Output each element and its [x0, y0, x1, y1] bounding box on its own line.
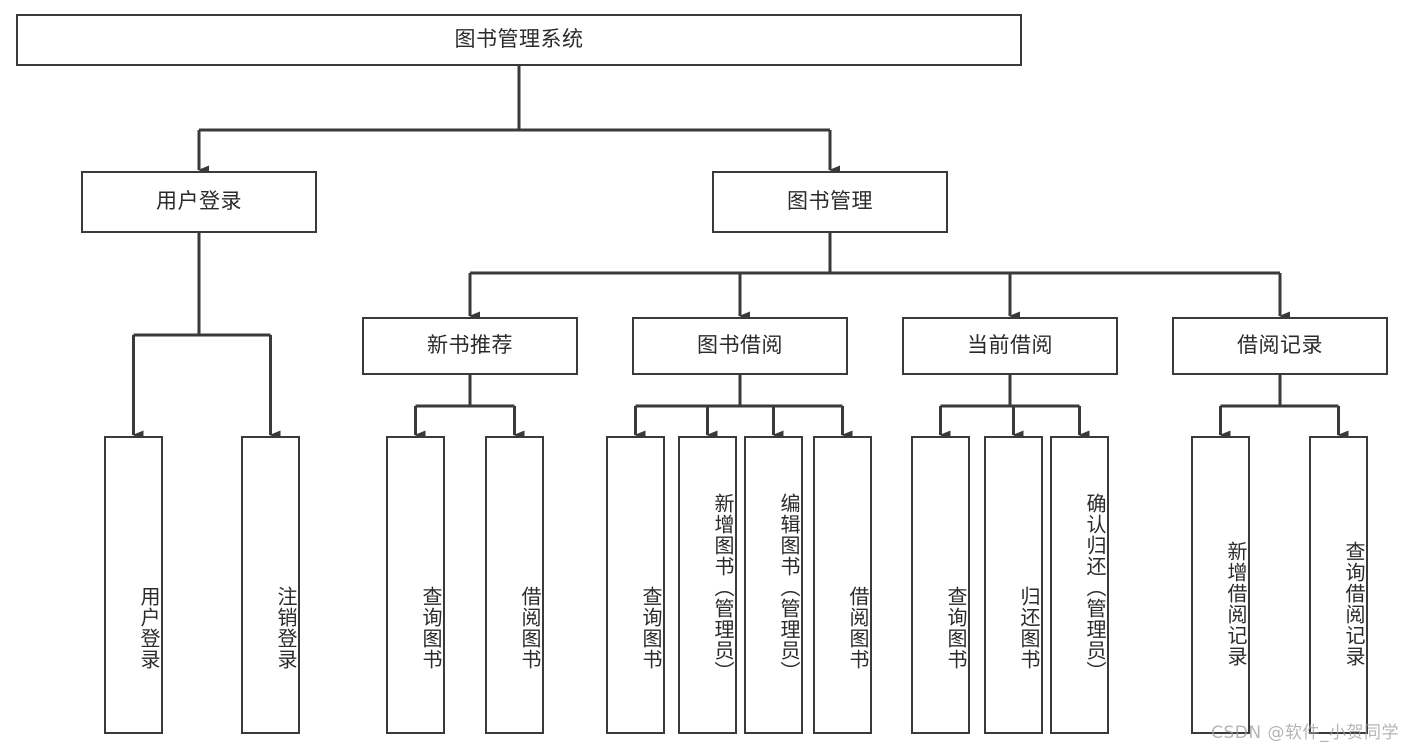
node-label: 确认归还（管理员） [1083, 493, 1107, 682]
node-label: 用户登录 [137, 586, 161, 670]
csdn-watermark: CSDN @软件_小贺同学 [1211, 723, 1399, 743]
leaf-record-query-borrow-record[interactable]: 查询借阅记录 [1309, 436, 1368, 734]
node-root-book-management-system[interactable]: 图书管理系统 [16, 14, 1022, 66]
node-label: 新书推荐 [427, 333, 513, 358]
node-label: 借阅记录 [1237, 333, 1323, 358]
node-new-book-recommendation[interactable]: 新书推荐 [362, 317, 578, 375]
node-borrow-record[interactable]: 借阅记录 [1172, 317, 1388, 375]
leaf-current-confirm-return-admin[interactable]: 确认归还（管理员） [1050, 436, 1109, 734]
leaf-borrow-edit-book-admin[interactable]: 编辑图书（管理员） [744, 436, 803, 734]
leaf-current-return-books[interactable]: 归还图书 [984, 436, 1043, 734]
edge-group [132, 66, 1349, 440]
leaf-new-book-borrow-books[interactable]: 借阅图书 [485, 436, 544, 734]
leaf-current-query-books[interactable]: 查询图书 [911, 436, 970, 734]
node-label: 图书管理系统 [454, 27, 584, 52]
node-label: 借阅图书 [518, 586, 542, 670]
node-label: 查询借阅记录 [1342, 541, 1366, 667]
node-label: 当前借阅 [967, 333, 1053, 358]
node-label: 归还图书 [1017, 586, 1041, 670]
leaf-borrow-borrow-books[interactable]: 借阅图书 [813, 436, 872, 734]
leaf-user-logout[interactable]: 注销登录 [241, 436, 300, 734]
node-label: 借阅图书 [846, 586, 870, 670]
node-label: 新增图书（管理员） [711, 493, 735, 682]
node-label: 编辑图书（管理员） [777, 493, 801, 682]
leaf-user-login[interactable]: 用户登录 [104, 436, 163, 734]
leaf-new-book-query-books[interactable]: 查询图书 [386, 436, 445, 734]
node-label: 注销登录 [274, 586, 298, 670]
node-label: 图书管理 [787, 189, 873, 214]
node-label: 用户登录 [156, 189, 242, 214]
node-label: 查询图书 [419, 586, 443, 670]
node-label: 查询图书 [639, 586, 663, 670]
leaf-borrow-add-book-admin[interactable]: 新增图书（管理员） [678, 436, 737, 734]
node-label: 新增借阅记录 [1224, 541, 1248, 667]
node-user-login[interactable]: 用户登录 [81, 171, 317, 233]
node-book-management[interactable]: 图书管理 [712, 171, 948, 233]
node-label: 图书借阅 [697, 333, 783, 358]
leaf-borrow-query-books[interactable]: 查询图书 [606, 436, 665, 734]
leaf-record-add-borrow-record[interactable]: 新增借阅记录 [1191, 436, 1250, 734]
node-current-borrow[interactable]: 当前借阅 [902, 317, 1118, 375]
node-label: 查询图书 [944, 586, 968, 670]
node-book-borrow[interactable]: 图书借阅 [632, 317, 848, 375]
